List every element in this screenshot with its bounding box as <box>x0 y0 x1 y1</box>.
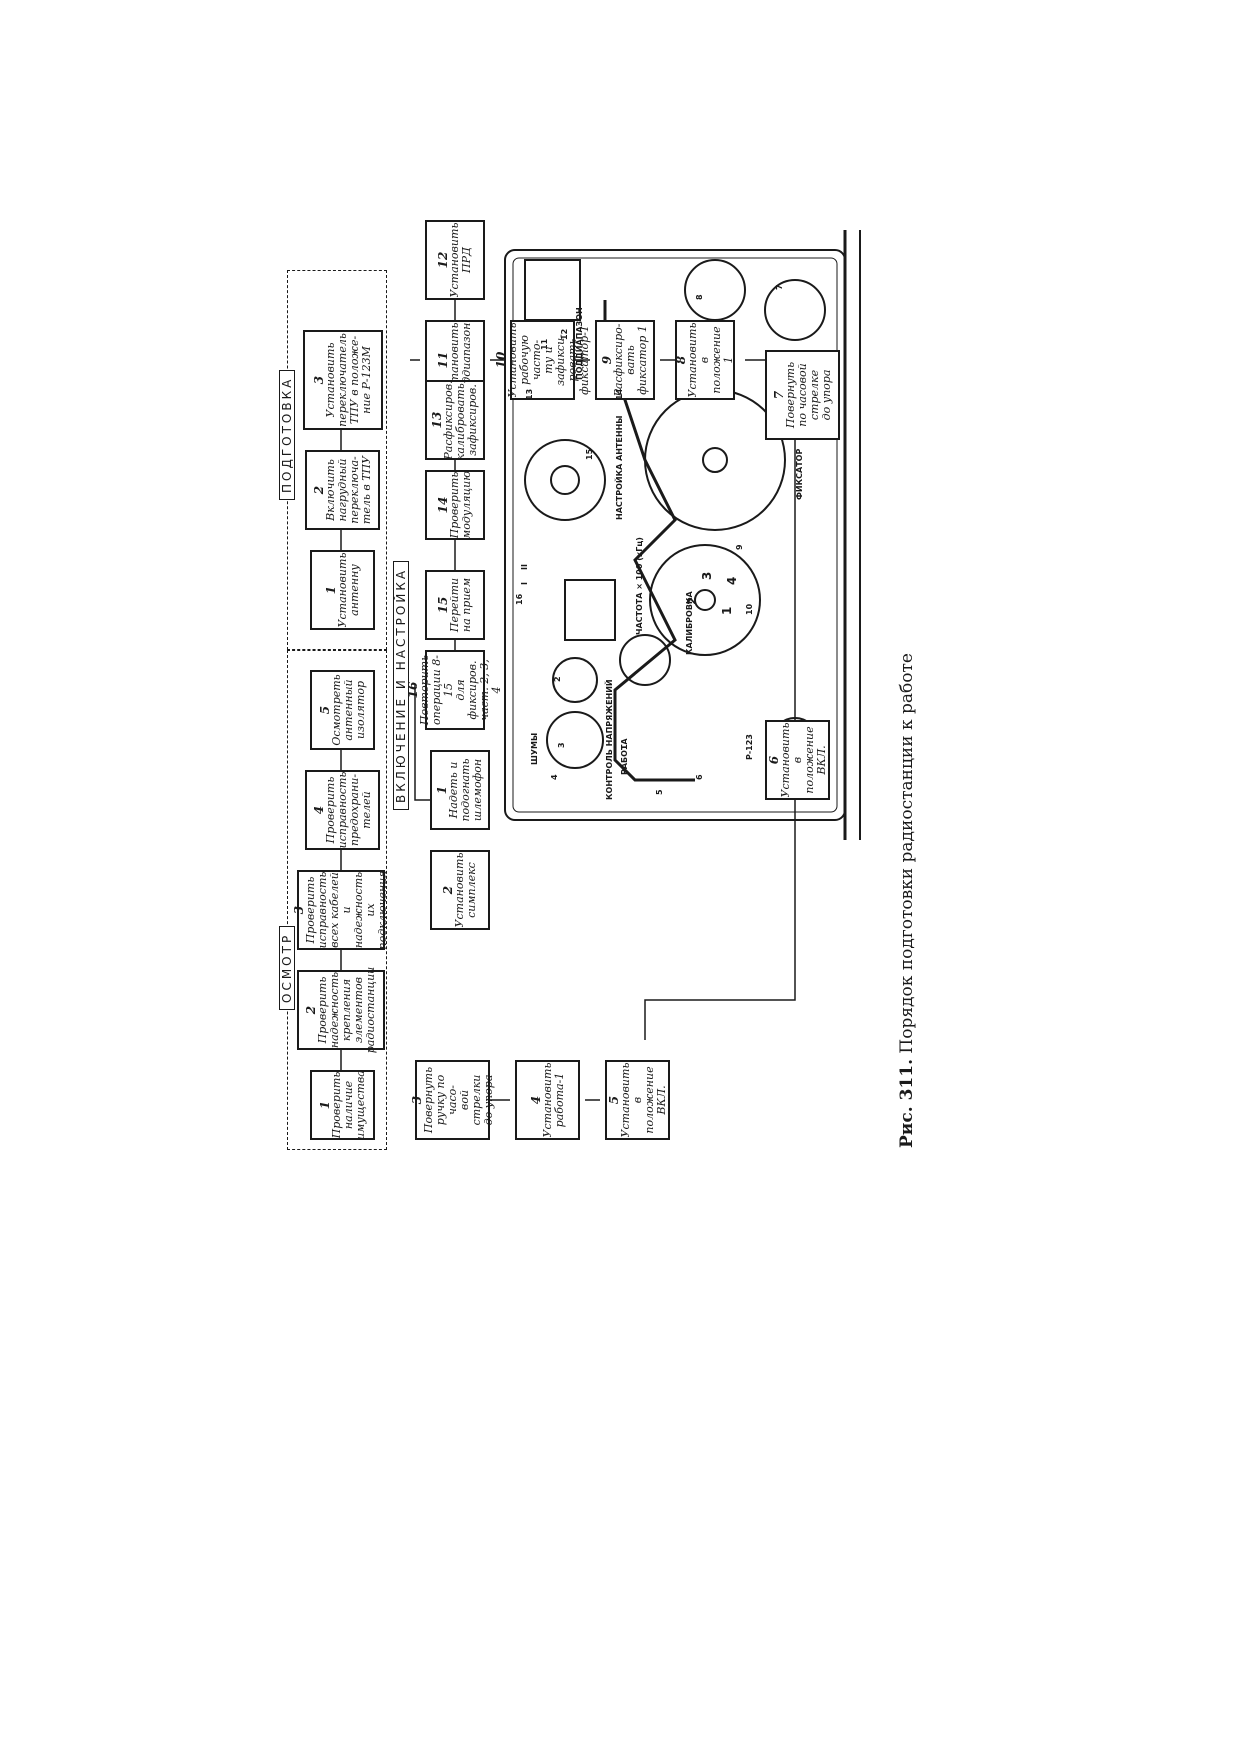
panel-marker-8: 8 <box>695 294 704 300</box>
vkl-step-12: 12 Установить ПРД <box>425 220 485 300</box>
vkl-step-3: 3 Повернуть ручку по часо- вой стрелки д… <box>410 1060 495 1140</box>
osmotr-step-1: 1 Проверить наличие имущества <box>310 1070 375 1140</box>
panel-marker-5: 5 <box>655 789 664 795</box>
step-text: Перейти на прием <box>448 577 473 633</box>
vkl-step-5: 5 Установить в положение ВКЛ. <box>605 1060 670 1140</box>
panel-marker-13: 13 <box>525 388 534 400</box>
osmotr-step-4: 4 Проверить исправность предохрани- теле… <box>305 770 380 850</box>
step-text: Установить переключатель ТПУ в положе- н… <box>324 333 373 427</box>
podgotovka-step-2: 2 Включить нагрудный переключа- тель в Т… <box>305 450 380 530</box>
dial-digit-3: 3 <box>700 571 714 580</box>
step-number: 6 <box>766 755 781 765</box>
step-number: 1 <box>317 1100 332 1110</box>
panel-label-poddiapazon: ПОДДИАПАЗОН <box>575 307 584 380</box>
sub-range-ii: II <box>520 564 529 570</box>
panel-marker-15: 15 <box>585 448 594 460</box>
step-text: Осмотреть антенный изолятор <box>329 674 367 746</box>
vkl-step-9: 9 Расфиксиро- вать фиксатор 1 <box>595 320 655 400</box>
panel-marker-12: 12 <box>560 328 569 340</box>
step-text: Расфиксиров. калибровать, зафиксиров. <box>442 379 479 461</box>
step-text: Повернуть по часовой стрелке до упора <box>783 361 833 429</box>
step-number: 5 <box>317 705 332 715</box>
dial-digit-1: 1 <box>720 606 734 615</box>
step-text: Повернуть ручку по часо- вой стрелки до … <box>421 1066 495 1134</box>
vkl-step-4: 4 Установить работа-1 <box>515 1060 580 1140</box>
caption-prefix: Рис. 311. <box>897 1059 917 1148</box>
vkl-step-2: 2 Установить симплекс <box>430 850 490 930</box>
vkl-step-15: 15 Перейти на прием <box>425 570 485 640</box>
step-text: Проверить исправность всех кабелей и над… <box>304 870 389 950</box>
step-text: Включить нагрудный переключа- тель в ТПУ <box>323 455 373 525</box>
step-text: Проверить модуляцию <box>448 471 473 539</box>
step-text: Проверить надежность крепления элементов… <box>316 966 377 1054</box>
osmotr-step-2: 2 Проверить надежность крепления элемент… <box>297 967 385 1053</box>
osmotr-step-5: 5 Осмотреть антенный изолятор <box>310 670 375 750</box>
vkl-step-16: 16 Повторить операции 8-15 для фиксиров.… <box>406 650 503 730</box>
step-text: Повторить операции 8-15 для фиксиров. ча… <box>418 654 503 726</box>
panel-marker-10: 10 <box>745 603 754 615</box>
podgotovka-step-3: 3 Установить переключатель ТПУ в положе-… <box>303 330 383 430</box>
vkl-step-6: 6 Установить в положение ВКЛ. <box>765 720 830 800</box>
step-number: 7 <box>771 390 786 400</box>
vkl-step-1: 1 Надеть и подогнать шлемофон <box>430 750 490 830</box>
step-text: Установить в положение ВКЛ. <box>618 1062 668 1138</box>
osmotr-step-3: 3 Проверить исправность всех кабелей и н… <box>292 870 389 950</box>
figure-caption: Рис. 311. Порядок подготовки радиостанци… <box>897 388 917 1148</box>
step-number: 2 <box>311 485 326 495</box>
panel-label-nastroyka: НАСТРОЙКА АНТЕННЫ <box>615 415 624 520</box>
panel-marker-16: 16 <box>515 593 524 605</box>
panel-marker-2: 2 <box>553 676 562 682</box>
step-number: 5 <box>606 1095 621 1105</box>
dial-digit-2: 2 <box>685 596 699 605</box>
panel-marker-11: 11 <box>540 338 549 350</box>
vkl-step-14: 14 Проверить модуляцию <box>425 470 485 540</box>
figure-rotated: ОСМОТР ПОДГОТОВКА ВКЛЮЧЕНИЕ И НАСТРОЙКА <box>275 160 915 1160</box>
panel-marker-14: 14 <box>615 388 624 400</box>
connector-lines <box>337 230 861 1101</box>
panel-marker-4: 4 <box>550 774 559 780</box>
step-text: Установить антенну <box>335 552 361 628</box>
step-number: 1 <box>323 585 338 595</box>
step-text: Установить симплекс <box>453 852 478 928</box>
step-text: Установить в положение 1 <box>686 322 735 398</box>
panel-label-fiksator: ФИКСАТОР <box>795 448 804 500</box>
step-text: Установить работа-1 <box>540 1062 566 1138</box>
panel-marker-3: 3 <box>557 742 566 748</box>
caption-text: Порядок подготовки радиостанции к работе <box>897 653 917 1060</box>
step-text: Проверить исправность предохрани- телей <box>323 771 373 849</box>
step-text: Установить в положение ВКЛ. <box>778 722 828 798</box>
panel-marker-9: 9 <box>735 544 744 550</box>
panel-marker-7: 7 <box>775 284 784 290</box>
sub-range-i: I <box>520 582 529 585</box>
step-number: 10 <box>493 351 508 369</box>
podgotovka-step-1: 1 Установить антенну <box>310 550 375 630</box>
vkl-step-7: 7 Повернуть по часовой стрелке до упора <box>765 350 840 440</box>
step-text: Расфиксиро- вать фиксатор 1 <box>612 323 649 397</box>
vkl-step-13: 13 Расфиксиров. калибровать, зафиксиров. <box>425 380 485 460</box>
panel-label-model: Р-123 <box>745 734 754 760</box>
panel-label-chastota: ЧАСТОТА × 100 (кГц) <box>635 537 644 635</box>
step-number: 4 <box>528 1095 543 1105</box>
dial-digit-4: 4 <box>725 576 739 585</box>
panel-label-kontrol: КОНТРОЛЬ НАПРЯЖЕНИЙ <box>605 679 614 800</box>
step-text: Установить ПРД <box>448 222 473 298</box>
panel-marker-6: 6 <box>695 774 704 780</box>
vkl-step-8: 8 Установить в положение 1 <box>674 320 735 400</box>
panel-marker-1: 1 <box>620 744 629 750</box>
step-text: Проверить наличие имущества <box>329 1070 367 1140</box>
step-number: 4 <box>311 805 326 815</box>
step-text: Надеть и подогнать шлемофон <box>447 758 484 822</box>
step-number: 3 <box>409 1095 424 1105</box>
panel-label-shum: ШУМЫ <box>530 732 539 765</box>
